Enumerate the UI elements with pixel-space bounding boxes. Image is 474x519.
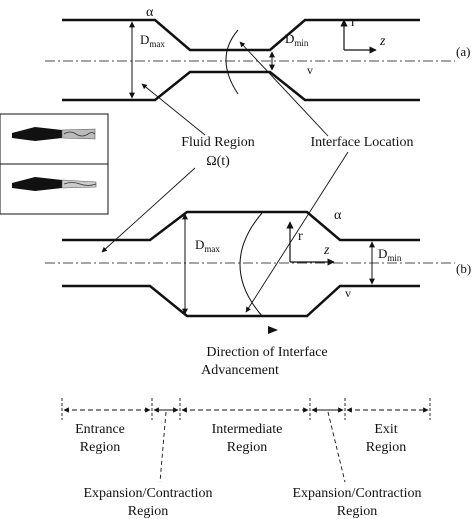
channel-a-top-wall: [62, 18, 420, 52]
dmin-a-label: Dmin: [285, 31, 309, 48]
panel-b-label: (b): [456, 261, 471, 276]
r-b-label: r: [298, 229, 303, 244]
v-b-label: v: [345, 286, 351, 300]
interface-location-label: Interface Location: [311, 135, 414, 150]
exit-label-line2: Region: [366, 440, 406, 455]
panel-a: α Dmax Dmin r z v (a): [45, 5, 470, 102]
expansion-left-label-line2: Region: [128, 504, 168, 519]
leader-interface-b: [245, 151, 349, 313]
region-scale: Entrance Region Intermediate Region Exit…: [61, 398, 431, 519]
alpha-b-label: α: [334, 208, 342, 223]
leader-fluid-a: [141, 83, 206, 136]
dmax-b-label: Dmax: [195, 237, 220, 254]
photo-top: [12, 127, 96, 141]
v-a-label: v: [307, 63, 313, 77]
alpha-a-label: α: [146, 5, 154, 20]
leader-interface-a: [239, 41, 329, 137]
expansion-left-leader: [159, 411, 167, 483]
z-a-label: z: [379, 34, 386, 49]
exit-label-line1: Exit: [374, 422, 397, 437]
photo-bottom: [12, 177, 97, 191]
panel-a-label: (a): [456, 44, 470, 59]
direction-label-line1: Direction of Interface: [206, 345, 327, 360]
interface-a: [225, 29, 239, 95]
advancement-arrow-icon: [268, 326, 278, 334]
inset-photos: [0, 113, 109, 215]
fluid-region-label: Fluid Region: [181, 135, 255, 150]
interface-b: [239, 212, 263, 317]
entrance-label-line1: Entrance: [75, 422, 125, 437]
entrance-label-line2: Region: [80, 440, 120, 455]
panel-b: α Dmax Dmin r z v (b): [45, 208, 471, 318]
z-b-label: z: [323, 243, 330, 258]
direction-label-line2: Advancement: [201, 363, 279, 378]
dmax-a-label: Dmax: [140, 32, 165, 49]
expansion-right-label-line1: Expansion/Contraction: [292, 486, 421, 501]
channel-a-bottom-wall: [62, 70, 420, 102]
expansion-left-label-line1: Expansion/Contraction: [83, 486, 212, 501]
channel-b-top-wall: [62, 210, 420, 242]
expansion-right-label-line2: Region: [337, 504, 377, 519]
expansion-right-leader: [327, 411, 346, 483]
r-a-label: r: [351, 15, 356, 30]
leader-fluid-b: [101, 167, 196, 253]
intermediate-label-line2: Region: [227, 440, 267, 455]
channel-b-bottom-wall: [62, 284, 420, 318]
omega-label: Ω(t): [206, 154, 230, 169]
intermediate-label-line1: Intermediate: [212, 422, 283, 437]
dmin-b-label: Dmin: [378, 246, 402, 263]
